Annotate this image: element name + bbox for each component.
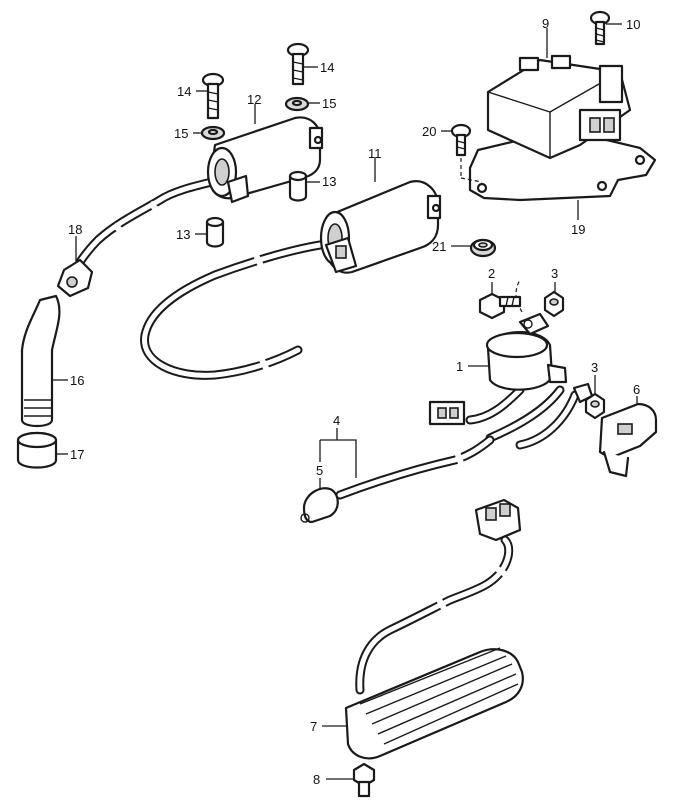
- callout-1: 1: [456, 359, 463, 374]
- bracket-hole: [476, 182, 488, 194]
- part-15-washer-right: [284, 96, 310, 112]
- part-14-bolt-right: [286, 42, 310, 86]
- callout-11: 11: [368, 146, 382, 161]
- control-unit-connector: [598, 64, 624, 104]
- part-1-starter-relay: [428, 279, 594, 450]
- control-unit-tab: [518, 56, 540, 72]
- callout-13-lower: 13: [176, 227, 190, 242]
- part-6-terminal-cover: [598, 402, 658, 478]
- part-14-bolt-left: [201, 72, 225, 120]
- callout-21: 21: [432, 239, 446, 254]
- callout-labels: 9 10 11 12 13 13 14 14 15 15 16 17 18 19…: [68, 16, 640, 787]
- callout-6: 6: [633, 382, 640, 397]
- part-7-regulator: [344, 498, 524, 760]
- relay-connector: [428, 400, 466, 426]
- callout-14-right: 14: [320, 60, 334, 75]
- part-16-plug-boot: [20, 294, 61, 428]
- control-unit-tab: [550, 54, 572, 70]
- regulator-connector: [474, 498, 522, 542]
- callout-14-left: 14: [177, 84, 191, 99]
- callout-15-left: 15: [174, 126, 188, 141]
- callout-16: 16: [70, 373, 84, 388]
- callout-15-right: 15: [322, 96, 336, 111]
- callout-19: 19: [571, 222, 585, 237]
- part-9-control-unit: [468, 54, 657, 202]
- part-12-ignition-coil: [75, 116, 324, 267]
- callout-8: 8: [313, 772, 320, 787]
- connector-pin: [589, 117, 601, 133]
- callout-3-upper: 3: [551, 266, 558, 281]
- callout-20: 20: [422, 124, 436, 139]
- part-15-washer-left: [200, 125, 226, 141]
- callout-9: 9: [542, 16, 549, 31]
- part-5-cable-end: [302, 487, 339, 524]
- part-13-spacer-lower: [205, 216, 225, 248]
- callout-2: 2: [488, 266, 495, 281]
- connector-pin: [603, 117, 615, 133]
- part-11-ignition-coil: [140, 180, 442, 380]
- part-13-spacer-upper: [288, 170, 308, 202]
- callout-4: 4: [333, 413, 340, 428]
- bracket-hole: [634, 154, 646, 166]
- leader-4-bracket: [320, 439, 357, 478]
- callout-3-lower: 3: [591, 360, 598, 375]
- part-21-grommet: [469, 238, 497, 258]
- part-4-cable: [300, 435, 495, 524]
- part-8-bolt: [352, 762, 376, 798]
- part-17-boot-ring: [16, 431, 58, 469]
- callout-5: 5: [316, 463, 323, 478]
- part-2-bolt: [478, 292, 522, 320]
- callout-10: 10: [626, 17, 640, 32]
- callout-17: 17: [70, 447, 84, 462]
- part-18-plug-cap: [56, 258, 94, 298]
- callout-7: 7: [310, 719, 317, 734]
- part-3-nut-lower: [584, 392, 606, 420]
- callout-18: 18: [68, 222, 82, 237]
- leader-lines: [52, 23, 638, 780]
- part-3-nut-upper: [543, 290, 565, 318]
- bracket-hole: [596, 180, 608, 192]
- part-20-screw: [450, 123, 483, 183]
- part-10-screw: [589, 10, 611, 46]
- callout-13-upper: 13: [322, 174, 336, 189]
- callout-12: 12: [247, 92, 261, 107]
